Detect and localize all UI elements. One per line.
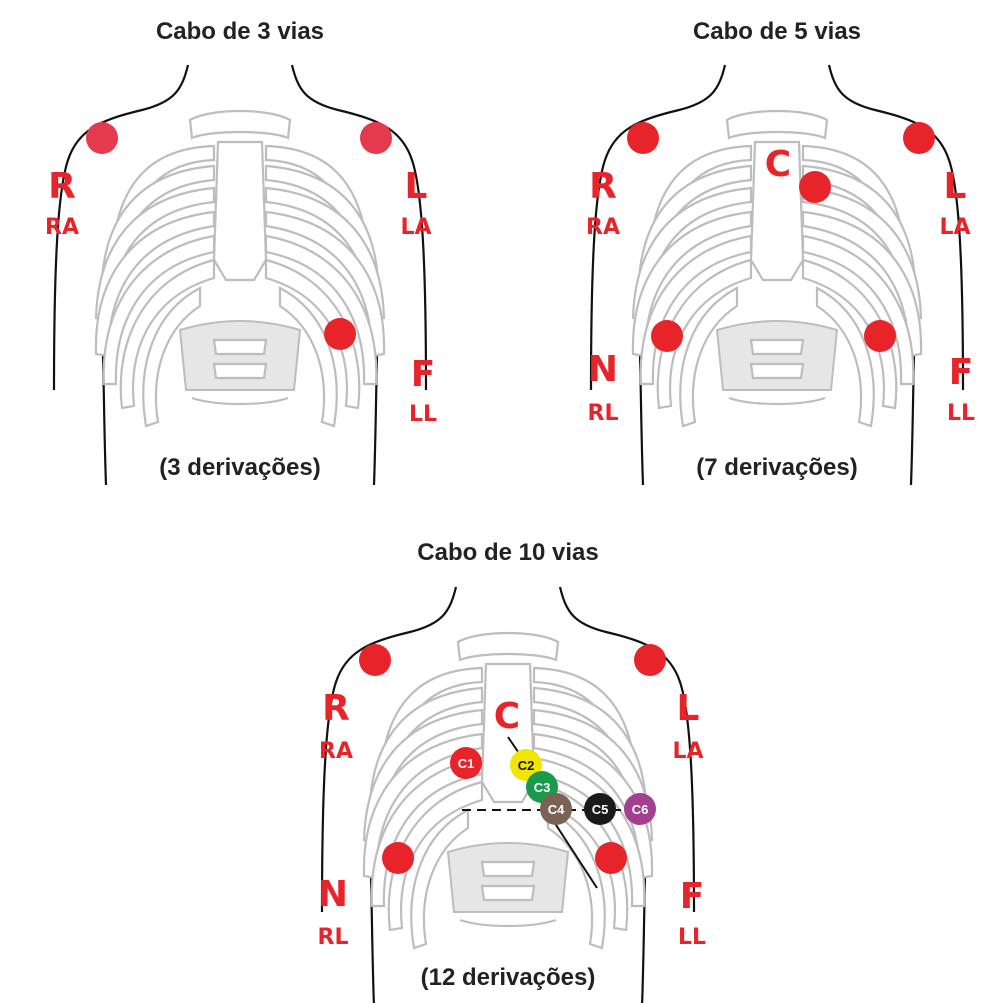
c2-label: C2: [518, 758, 535, 773]
panel-caption: (3 derivações): [159, 454, 320, 481]
label-c: C: [765, 144, 791, 185]
panel-5-lead: Cabo de 5 vias R RA L LA C N RL F LL (7 …: [586, 18, 975, 485]
c5-label: C5: [592, 802, 609, 817]
label-la: LA: [400, 215, 431, 240]
label-la: LA: [672, 739, 703, 764]
panel-title: Cabo de 3 vias: [156, 18, 324, 45]
c3-label: C3: [534, 780, 551, 795]
label-n: N: [588, 349, 618, 390]
c-electrode: [799, 171, 831, 203]
label-ll: LL: [947, 401, 975, 426]
label-ra: RA: [319, 739, 353, 764]
label-l: L: [677, 688, 700, 729]
label-n: N: [318, 874, 348, 915]
label-ra: RA: [586, 215, 620, 240]
ll-electrode: [324, 318, 356, 350]
ll-electrode: [595, 842, 627, 874]
panel-title: Cabo de 10 vias: [417, 539, 598, 566]
label-rl: RL: [318, 925, 349, 950]
panel-3-lead: Cabo de 3 vias R RA L LA F LL (3 derivaç…: [45, 18, 437, 485]
label-f: F: [411, 354, 436, 395]
label-f: F: [680, 876, 705, 917]
label-l: L: [944, 166, 967, 207]
c1-label: C1: [458, 756, 475, 771]
rl-electrode: [651, 320, 683, 352]
label-f: F: [949, 352, 974, 393]
ra-electrode: [359, 644, 391, 676]
la-electrode: [903, 122, 935, 154]
label-ra: RA: [45, 215, 79, 240]
label-r: R: [589, 166, 617, 207]
la-electrode: [634, 644, 666, 676]
label-la: LA: [939, 215, 970, 240]
panel-title: Cabo de 5 vias: [693, 18, 861, 45]
label-rl: RL: [588, 401, 619, 426]
rl-electrode: [382, 842, 414, 874]
panel-caption: (12 derivações): [421, 964, 596, 991]
ra-electrode: [86, 122, 118, 154]
ra-electrode: [627, 122, 659, 154]
la-electrode: [360, 122, 392, 154]
label-r: R: [48, 166, 76, 207]
label-ll: LL: [409, 402, 437, 427]
c6-label: C6: [632, 802, 649, 817]
ll-electrode: [864, 320, 896, 352]
label-c: C: [494, 696, 520, 737]
c4-label: C4: [548, 802, 565, 817]
label-r: R: [322, 688, 350, 729]
label-ll: LL: [678, 925, 706, 950]
label-l: L: [405, 166, 428, 207]
panel-caption: (7 derivações): [696, 454, 857, 481]
